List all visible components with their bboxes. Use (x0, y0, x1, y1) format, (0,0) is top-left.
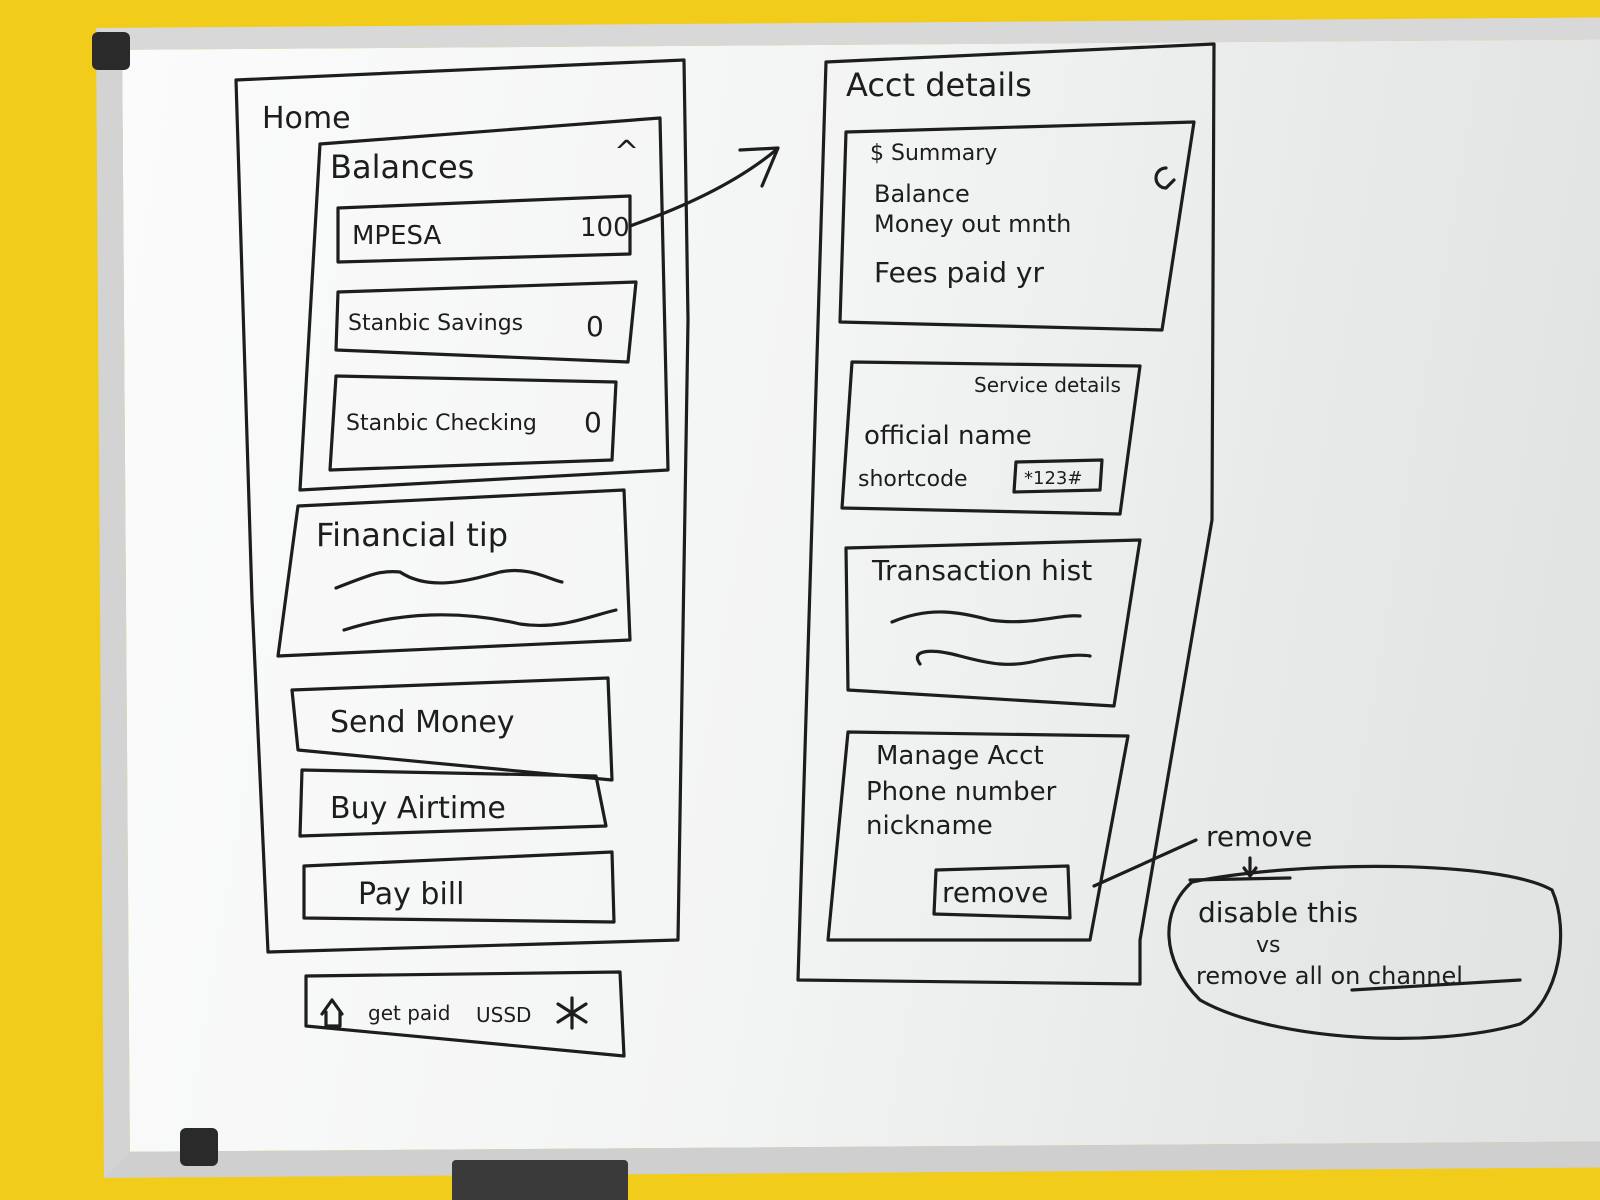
buy-airtime-button[interactable]: Buy Airtime (298, 768, 608, 838)
home-icon[interactable] (320, 998, 344, 1028)
shortcode-field[interactable]: *123# (1012, 458, 1104, 494)
note-arrow (1188, 856, 1292, 882)
account-amount: 0 (586, 310, 604, 343)
account-row-stanbic-savings[interactable]: Stanbic Savings 0 (334, 280, 638, 364)
details-title: Acct details (846, 66, 1032, 104)
svg-text:Send Money: Send Money (330, 705, 515, 740)
note-line: disable this (1198, 896, 1358, 929)
home-title: Home (262, 101, 351, 136)
note-label: remove (1206, 820, 1312, 853)
transaction-placeholder-line (890, 610, 1082, 624)
summary-line: Balance (874, 180, 970, 208)
service-details-card: Service details official name shortcode … (840, 360, 1142, 516)
manage-header: Manage Acct (876, 741, 1044, 771)
transaction-placeholder-line (915, 649, 1092, 666)
tip-header: Financial tip (316, 516, 508, 554)
svg-text:*123#: *123# (1024, 468, 1082, 489)
account-amount: 0 (584, 406, 602, 439)
balances-card: Balances ^ MPESA 100 Stanbic Savings 0 S… (298, 116, 670, 492)
manage-line: nickname (866, 811, 993, 841)
manage-line: Phone number (866, 777, 1057, 807)
summary-line: Money out mnth (874, 210, 1071, 238)
account-name: Stanbic Checking (346, 411, 537, 436)
marker-tray (452, 1160, 628, 1200)
balances-header: Balances (330, 148, 474, 186)
note-loop (1167, 864, 1563, 1040)
arrow-head (738, 146, 780, 188)
svg-text:Buy Airtime: Buy Airtime (330, 791, 506, 826)
note-line: vs (1256, 933, 1280, 958)
service-header: Service details (974, 373, 1121, 397)
details-frame (796, 42, 1216, 986)
pay-bill-button[interactable]: Pay bill (302, 850, 616, 924)
manage-account-card: Manage Acct Phone number nickname remove (826, 730, 1130, 942)
account-name: Stanbic Savings (348, 311, 523, 336)
nav-ussd[interactable]: USSD (476, 1003, 531, 1027)
tip-placeholder-line (342, 608, 618, 632)
note-connector (1092, 838, 1198, 888)
account-row-mpesa[interactable]: MPESA 100 (336, 194, 632, 264)
svg-text:remove: remove (942, 876, 1048, 909)
account-amount: 100 (580, 213, 630, 243)
transaction-history-card: Transaction hist (844, 538, 1142, 708)
remove-button[interactable]: remove (932, 864, 1072, 920)
transactions-header: Transaction hist (871, 554, 1092, 587)
home-screen: Home Balances ^ MPESA 100 Stanbic Saving… (234, 58, 780, 1058)
bottom-nav-bar: get paid USSD (304, 970, 626, 1058)
tip-placeholder-line (334, 569, 564, 590)
board-corner-bottom-left (180, 1128, 218, 1166)
account-details-screen: Acct details $ Summary Balance Money out… (796, 42, 1216, 986)
official-name-label: official name (864, 421, 1032, 451)
summary-card: $ Summary Balance Money out mnth Fees pa… (838, 120, 1196, 332)
asterisk-icon[interactable] (556, 996, 588, 1030)
summary-header: $ Summary (870, 141, 997, 166)
summary-line: Fees paid yr (874, 256, 1044, 289)
note-underline (1350, 978, 1522, 992)
shortcode-label: shortcode (858, 467, 968, 492)
balances-collapse-icon[interactable]: ^ (614, 135, 639, 170)
board-corner-top-left (92, 32, 130, 70)
remove-note: remove disable this vs remove all on cha… (1092, 820, 1563, 1040)
navigation-arrow (628, 148, 778, 228)
send-money-button[interactable]: Send Money (290, 676, 614, 782)
account-name: MPESA (352, 221, 442, 251)
nav-get-paid[interactable]: get paid (368, 1001, 450, 1025)
svg-text:Pay bill: Pay bill (358, 877, 464, 912)
financial-tip-card: Financial tip (276, 488, 632, 658)
refresh-icon[interactable] (1154, 166, 1176, 190)
account-row-stanbic-checking[interactable]: Stanbic Checking 0 (328, 374, 618, 472)
home-frame (234, 58, 690, 954)
